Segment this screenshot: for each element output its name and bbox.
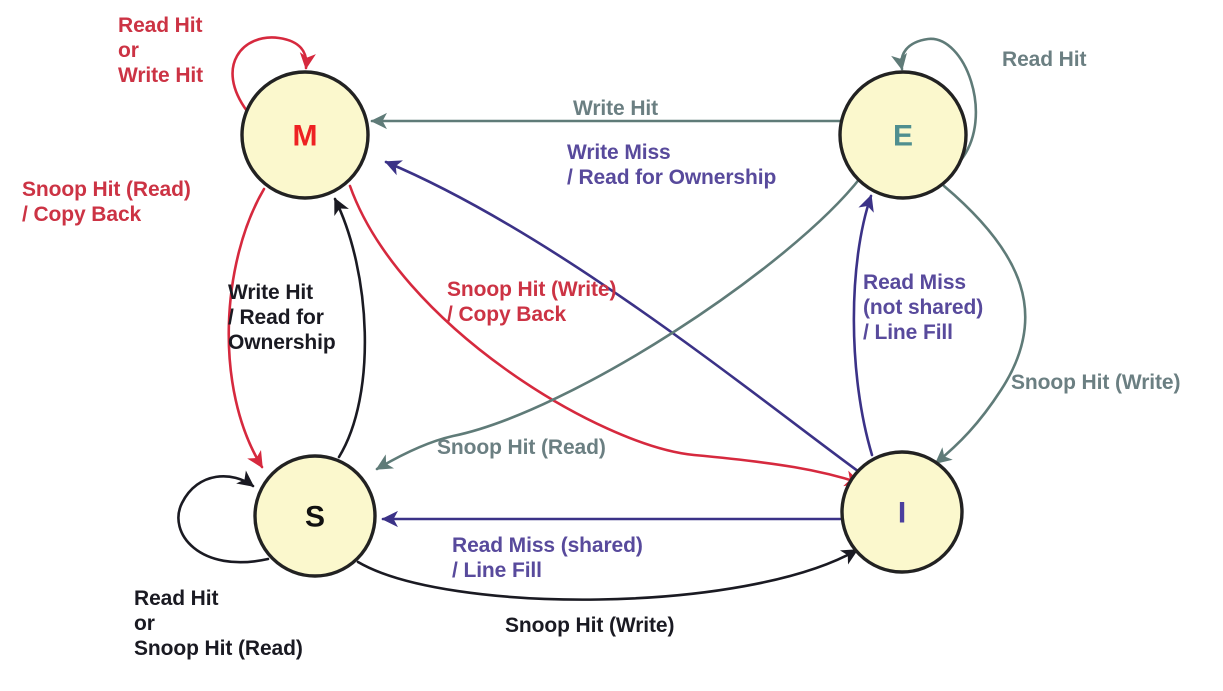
node-S[interactable]: S xyxy=(253,454,377,578)
node-E-circle[interactable] xyxy=(838,70,968,200)
node-I-circle[interactable] xyxy=(840,450,964,574)
edge-m-to-i xyxy=(348,184,862,487)
edge-label-e-self: Read Hit xyxy=(1002,48,1087,71)
edge-label-m-self: Read Hit or Write Hit xyxy=(118,14,204,87)
edge-label-s-to-m: Write Hit / Read for Ownership xyxy=(228,281,336,354)
edge-s-to-m xyxy=(333,197,367,459)
node-I-label: I xyxy=(898,497,906,530)
edge-s-self xyxy=(177,470,270,564)
node-I[interactable]: I xyxy=(840,450,964,574)
node-E[interactable]: E xyxy=(838,70,968,200)
edge-label-i-to-e: Read Miss (not shared) / Line Fill xyxy=(863,271,984,344)
node-S-circle[interactable] xyxy=(253,454,377,578)
node-M-circle[interactable] xyxy=(240,70,370,200)
edge-i-to-e xyxy=(852,194,874,457)
edge-e-to-s xyxy=(375,175,863,471)
edges-layer xyxy=(177,36,1027,601)
edge-i-to-m xyxy=(384,160,868,479)
edge-label-s-self: Read Hit or Snoop Hit (Read) xyxy=(134,587,303,660)
edge-m-self xyxy=(231,36,316,113)
node-S-label: S xyxy=(305,501,325,534)
edge-label-i-to-s: Read Miss (shared) / Line Fill xyxy=(452,534,643,582)
node-M[interactable]: M xyxy=(240,70,370,200)
edge-label-s-to-i: Snoop Hit (Write) xyxy=(505,614,675,637)
edge-label-m-to-i: Snoop Hit (Write) / Copy Back xyxy=(447,278,617,326)
edge-label-m-to-s: Snoop Hit (Read) / Copy Back xyxy=(22,178,191,226)
edge-label-e-to-m: Write Hit xyxy=(573,97,659,120)
edge-m-to-s xyxy=(227,187,266,469)
edge-label-e-to-s: Snoop Hit (Read) xyxy=(437,436,606,459)
edge-e-to-i xyxy=(934,184,1027,465)
edge-s-to-i xyxy=(356,548,859,601)
node-E-label: E xyxy=(893,120,913,153)
edge-label-i-to-m: Write Miss / Read for Ownership xyxy=(567,141,777,189)
node-M-label: M xyxy=(293,120,318,153)
nodes-layer: M E S I xyxy=(240,70,968,578)
edge-label-e-to-i: Snoop Hit (Write) xyxy=(1011,371,1181,394)
edge-e-self xyxy=(891,37,978,162)
